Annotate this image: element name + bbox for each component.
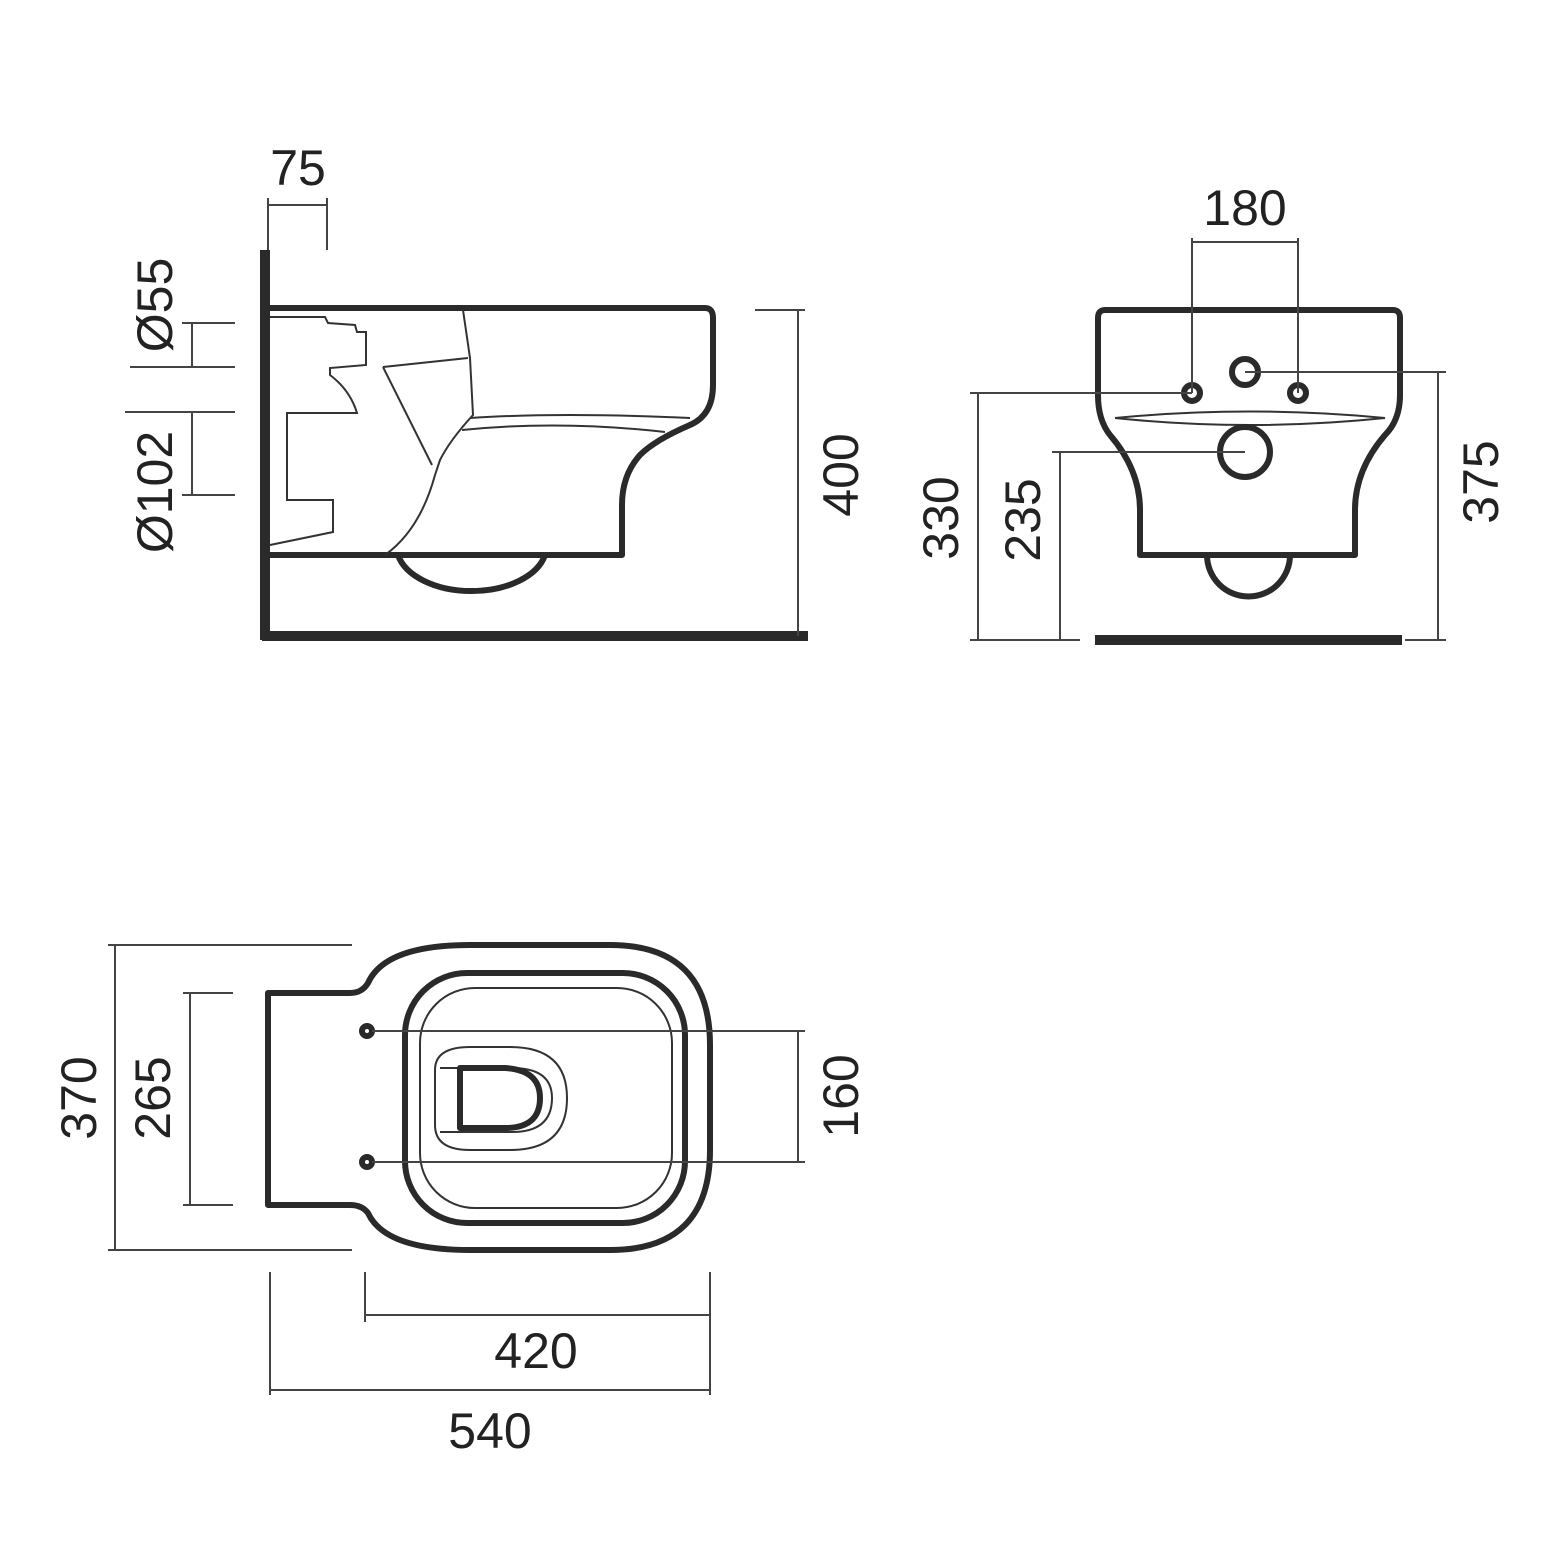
dim-265: 265 bbox=[125, 992, 233, 1206]
dim-375: 375 bbox=[1245, 371, 1509, 641]
side-outline bbox=[265, 305, 716, 558]
side-bowl-base bbox=[395, 552, 548, 594]
bowl-trap bbox=[457, 1065, 543, 1131]
dim-375-label: 375 bbox=[1453, 440, 1509, 523]
dim-400: 400 bbox=[755, 309, 869, 636]
bowl-inner-rim bbox=[419, 987, 673, 1209]
seat-hole-top bbox=[359, 1023, 375, 1039]
dim-75: 75 bbox=[267, 140, 328, 250]
dim-d55-label: Ø55 bbox=[127, 258, 183, 353]
side-view: 75 Ø55 Ø102 400 bbox=[125, 140, 869, 641]
side-inner-lines bbox=[269, 309, 691, 556]
seat-outline bbox=[402, 970, 688, 1226]
top-view: 160 370 265 420 540 bbox=[51, 942, 869, 1459]
dim-d102-label: Ø102 bbox=[127, 431, 183, 553]
front-view: 180 330 235 375 bbox=[913, 180, 1509, 645]
top-outline bbox=[265, 942, 713, 1253]
dim-235-label: 235 bbox=[995, 478, 1051, 561]
dim-540: 540 bbox=[269, 1272, 710, 1459]
bowl-trap-rim bbox=[440, 1067, 554, 1133]
dim-400-label: 400 bbox=[813, 433, 869, 516]
dim-420-label: 420 bbox=[494, 1323, 577, 1379]
dim-330-label: 330 bbox=[913, 476, 969, 559]
front-rim-line bbox=[1114, 410, 1386, 426]
front-bowl-base bbox=[1204, 552, 1293, 600]
dim-180-label: 180 bbox=[1203, 180, 1286, 236]
seat-hole-bottom bbox=[359, 1154, 375, 1170]
dim-420: 420 bbox=[364, 1272, 711, 1395]
dim-180: 180 bbox=[1191, 180, 1299, 393]
dim-75-label: 75 bbox=[270, 140, 326, 196]
bowl-opening bbox=[434, 1046, 569, 1151]
dim-370: 370 bbox=[51, 944, 352, 1251]
dim-330: 330 bbox=[913, 392, 1192, 641]
dim-370-label: 370 bbox=[51, 1056, 107, 1139]
dim-d55: Ø55 bbox=[127, 258, 235, 368]
dim-235: 235 bbox=[995, 451, 1245, 640]
dim-540-label: 540 bbox=[448, 1403, 531, 1459]
dim-265-label: 265 bbox=[125, 1056, 181, 1139]
dim-160: 160 bbox=[372, 1030, 869, 1163]
dim-d102: Ø102 bbox=[125, 411, 235, 553]
dim-160-label: 160 bbox=[813, 1054, 869, 1137]
front-outline bbox=[1095, 307, 1403, 558]
